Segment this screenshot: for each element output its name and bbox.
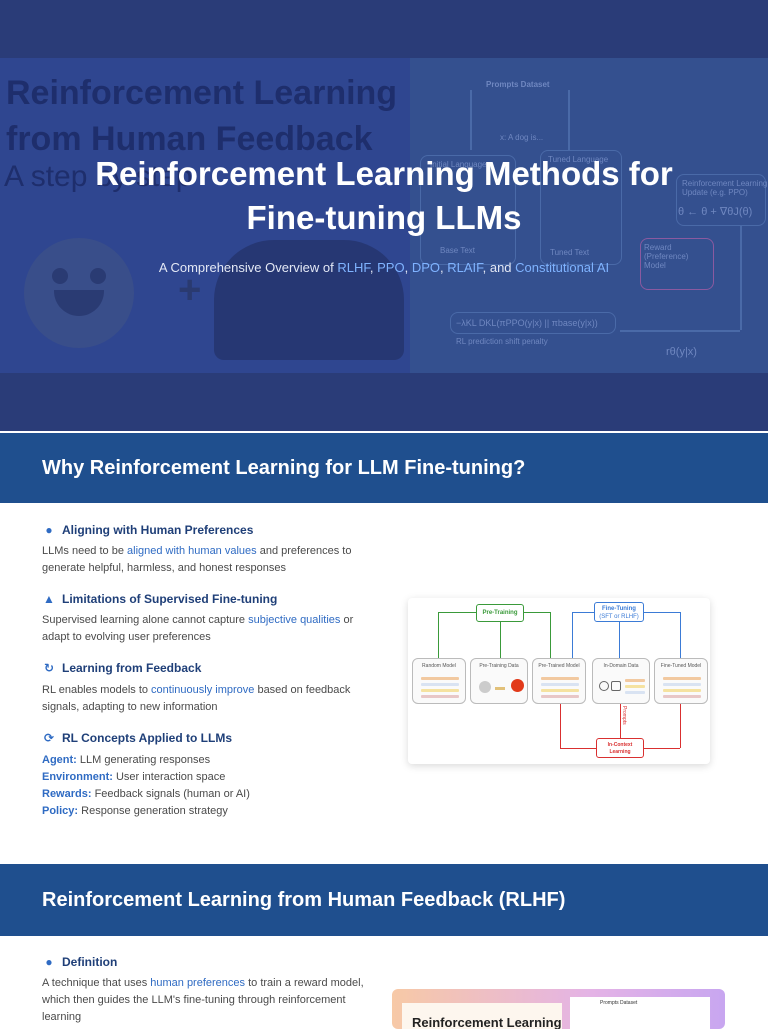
finetuning-box: Fine-Tuning (SFT or RLHF) (594, 602, 644, 622)
hero-diagram-background (410, 58, 768, 373)
pretrained-model-box: Pre-Trained Model (532, 658, 586, 704)
lightbulb-icon: ● (45, 523, 53, 537)
concept-policy: Policy: Response generation strategy (42, 805, 228, 817)
in-context-learning-box: In-Context Learning (596, 738, 644, 758)
section-header-why-rl: Why Reinforcement Learning for LLM Fine-… (0, 433, 768, 503)
random-model-box: Random Model (412, 658, 466, 704)
method-ppo: PPO (377, 260, 405, 275)
item-text-aligning: LLMs need to be aligned with human value… (42, 545, 352, 574)
in-domain-data-box: In-Domain Data (592, 658, 650, 704)
pretraining-data-box: Pre-Training Data (470, 658, 528, 704)
hugging-face-icon (24, 238, 134, 348)
hero-banner: Reinforcement Learning from Human Feedba… (0, 0, 768, 431)
cycle-icon: ⟳ (43, 731, 55, 745)
item-text-learning: RL enables models to continuously improv… (42, 684, 351, 713)
method-dpo: DPO (411, 260, 440, 275)
page-title: Reinforcement Learning Methods for Fine-… (95, 155, 673, 236)
concept-agent: Agent: LLM generating responses (42, 754, 211, 766)
pretraining-box: Pre-Training (476, 604, 524, 622)
finetuned-model-box: Fine-Tuned Model (654, 658, 708, 704)
page-subtitle: A Comprehensive Overview of RLHF, PPO, D… (158, 260, 610, 275)
item-title-limitations: ▲ Limitations of Supervised Fine-tuning (43, 592, 278, 606)
hero-bg-subtitle: A step by step (4, 160, 193, 193)
book-icon (214, 240, 404, 360)
method-rlhf: RLHF (337, 260, 370, 275)
lightbulb-icon: ● (45, 955, 53, 969)
item-title-definition: ● Definition (42, 955, 117, 969)
item-text-limitations: Supervised learning alone cannot capture… (42, 614, 354, 643)
item-title-aligning: ● Aligning with Human Preferences (42, 523, 253, 537)
plus-icon: + (178, 268, 202, 312)
warning-icon: ▲ (43, 592, 55, 606)
concept-rewards: Rewards: Feedback signals (human or AI) (42, 788, 250, 800)
section-header-rlhf: Reinforcement Learning from Human Feedba… (0, 864, 768, 936)
rlhf-card-title: Reinforcement Learning (412, 1015, 562, 1029)
item-text-definition: A technique that uses human preferences … (42, 977, 364, 1023)
concept-environment: Environment: User interaction space (42, 771, 226, 783)
concepts-list: Agent: LLM generating responses Environm… (42, 752, 382, 820)
item-title-concepts: ⟳ RL Concepts Applied to LLMs (43, 731, 232, 745)
prompts-label: Prompts (621, 706, 627, 725)
method-constitutional-ai: Constitutional AI (515, 260, 610, 275)
method-rlaif: RLAIF (447, 260, 483, 275)
refresh-icon: ↻ (43, 661, 55, 675)
rlhf-image-card: Reinforcement Learning Prompts Dataset (392, 989, 725, 1029)
item-title-learning: ↻ Learning from Feedback (43, 661, 202, 675)
llm-training-diagram: Pre-Training Fine-Tuning (SFT or RLHF) R… (408, 598, 710, 764)
hero-bg-title: Reinforcement Learning from Human Feedba… (6, 74, 398, 158)
